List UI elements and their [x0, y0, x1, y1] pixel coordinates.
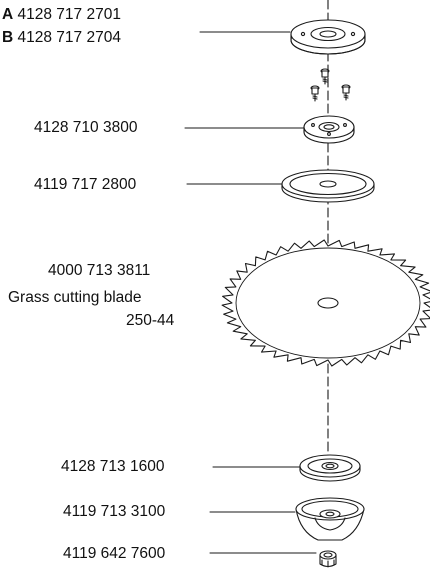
- part-number-a: 4128 717 2701: [17, 6, 121, 23]
- part-label-blade-spec: 250-44: [126, 312, 174, 330]
- cup-illustration: [295, 497, 365, 541]
- part-number-thrust-washer: 4119 717 2800: [34, 176, 137, 193]
- part-number-blade: 4000 713 3811: [48, 262, 151, 279]
- blade-name: Grass cutting blade: [8, 289, 142, 306]
- part-label-thrust-plate: 4128 710 3800: [34, 119, 137, 137]
- part-label-thrust-sleeve: 4128 713 1600: [61, 458, 164, 476]
- variant-b-marker: B: [2, 29, 14, 46]
- part-label-thrust-washer: 4119 717 2800: [34, 176, 136, 194]
- screws-illustration: [310, 68, 351, 102]
- part-number-b: 4128 717 2704: [17, 29, 121, 46]
- part-number-thrust-sleeve: 4128 713 1600: [61, 458, 165, 475]
- part-number-thrust-plate: 4128 710 3800: [34, 119, 138, 136]
- part-label-cup: 4119 713 3100: [63, 503, 165, 521]
- part-label-a: A 4128 717 2701: [2, 6, 121, 24]
- part-label-nut: 4119 642 7600: [63, 545, 165, 563]
- variant-a-marker: A: [2, 6, 14, 23]
- nut-illustration: [319, 550, 337, 568]
- part-number-cup: 4119 713 3100: [63, 503, 166, 520]
- thrust-sleeve-illustration: [299, 454, 361, 482]
- thrust-plate-illustration: [303, 115, 355, 144]
- flange-top-illustration: [290, 19, 366, 55]
- part-label-b: B 4128 717 2704: [2, 29, 121, 47]
- part-number-nut: 4119 642 7600: [63, 545, 166, 562]
- thrust-washer-illustration: [281, 169, 375, 203]
- blade-spec: 250-44: [126, 312, 175, 329]
- blade-illustration: [221, 239, 430, 367]
- part-label-blade-name: Grass cutting blade: [8, 289, 142, 307]
- part-label-blade-number: 4000 713 3811: [48, 262, 150, 280]
